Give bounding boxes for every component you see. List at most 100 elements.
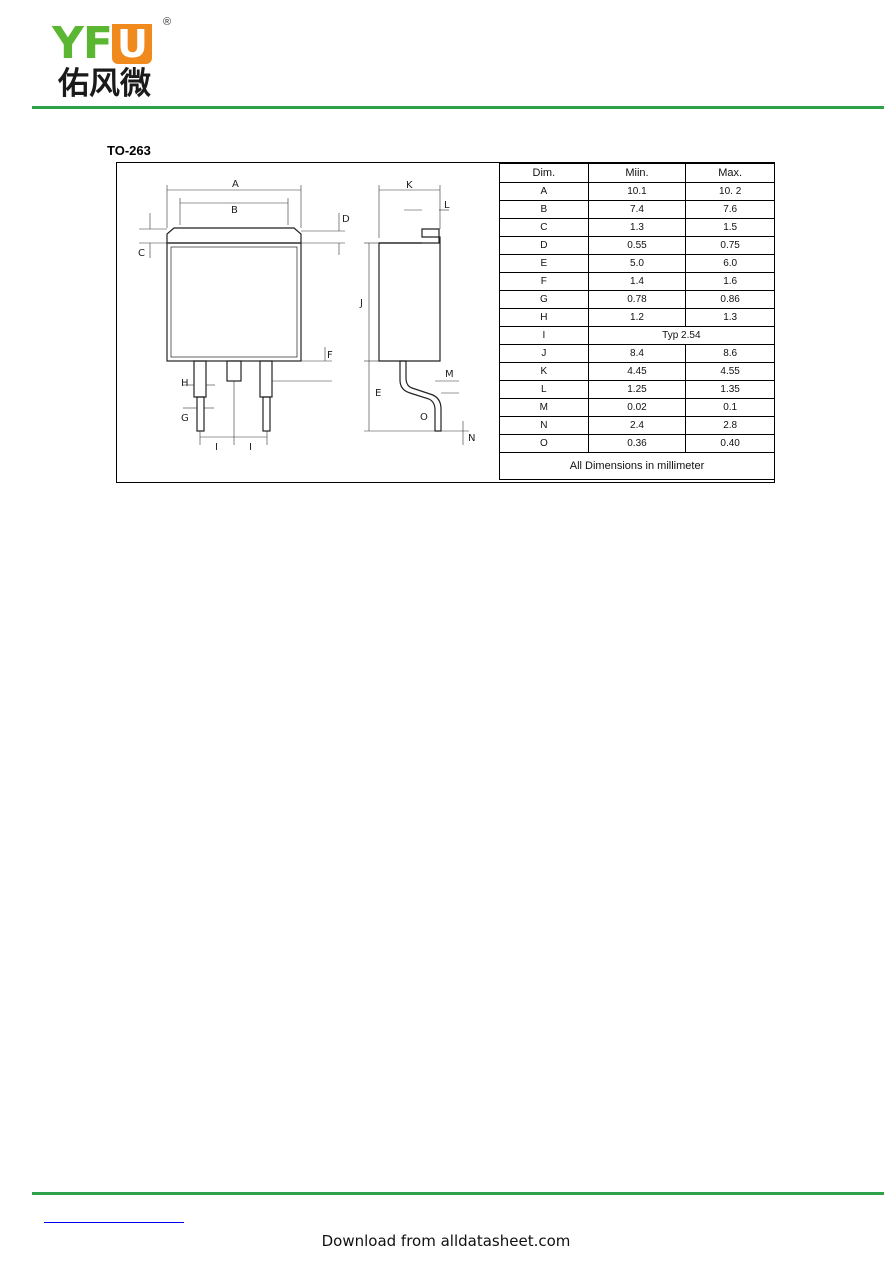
cell-typ: Typ 2.54 — [587, 326, 776, 345]
header-dim: Dim. — [499, 163, 589, 183]
cell-min: 1.25 — [587, 380, 687, 399]
logo-letter-f: F — [82, 18, 113, 69]
cell-min: 10.1 — [587, 182, 687, 201]
cell-max: 1.35 — [685, 380, 775, 399]
cell-min: 7.4 — [587, 200, 687, 219]
cell-min: 0.55 — [587, 236, 687, 255]
package-outline-drawing: A B C D F H G I I K L J E M O N — [138, 179, 475, 453]
table-footer-row: All Dimensions in millimeter — [499, 452, 775, 480]
cell-max: 1.5 — [685, 218, 775, 237]
label-k: K — [406, 180, 413, 191]
front-body-inner — [170, 246, 298, 358]
label-c: C — [138, 248, 145, 259]
cell-dim: G — [499, 290, 589, 309]
cell-max: 0.86 — [685, 290, 775, 309]
label-i-left: I — [215, 442, 218, 453]
cell-min: 1.2 — [587, 308, 687, 327]
cell-max: 1.3 — [685, 308, 775, 327]
cell-max: 0.40 — [685, 434, 775, 453]
cell-max: 8.6 — [685, 344, 775, 363]
cell-min: 4.45 — [587, 362, 687, 381]
label-f: F — [327, 350, 333, 361]
header-min: Miin. — [587, 163, 687, 183]
cell-min: 0.02 — [587, 398, 687, 417]
cell-dim: E — [499, 254, 589, 273]
cell-max: 7.6 — [685, 200, 775, 219]
lead-left-upper — [193, 360, 207, 398]
cell-max: 10. 2 — [685, 182, 775, 201]
cell-dim: H — [499, 308, 589, 327]
lead-right-lower — [262, 396, 271, 432]
registered-mark: ® — [163, 16, 172, 28]
footer-link-underline[interactable] — [44, 1222, 184, 1223]
label-h: H — [181, 378, 189, 389]
cell-min: 0.36 — [587, 434, 687, 453]
cell-dim: J — [499, 344, 589, 363]
label-a: A — [232, 179, 239, 190]
units-note: All Dimensions in millimeter — [499, 452, 775, 480]
cell-max: 4.55 — [685, 362, 775, 381]
cell-max: 0.1 — [685, 398, 775, 417]
cell-max: 2.8 — [685, 416, 775, 435]
cell-min: 0.78 — [587, 290, 687, 309]
cell-dim: L — [499, 380, 589, 399]
label-i-right: I — [249, 442, 252, 453]
label-b: B — [231, 205, 238, 216]
cell-dim: D — [499, 236, 589, 255]
cell-dim: C — [499, 218, 589, 237]
cell-min: 8.4 — [587, 344, 687, 363]
label-g: G — [181, 413, 189, 424]
cell-min: 1.3 — [587, 218, 687, 237]
label-m: M — [445, 369, 454, 380]
lead-left-lower — [196, 396, 205, 432]
cell-max: 0.75 — [685, 236, 775, 255]
cell-min: 5.0 — [587, 254, 687, 273]
cell-max: 6.0 — [685, 254, 775, 273]
download-notice: Download from alldatasheet.com — [321, 1232, 571, 1250]
cell-dim: M — [499, 398, 589, 417]
logo-letter-u: U — [111, 24, 152, 64]
header-divider — [32, 106, 884, 109]
label-d: D — [342, 214, 350, 225]
footer-divider — [32, 1192, 884, 1195]
cell-min: 1.4 — [587, 272, 687, 291]
cell-dim: K — [499, 362, 589, 381]
header-max: Max. — [685, 163, 775, 183]
label-j: J — [359, 298, 363, 309]
cell-dim: I — [499, 326, 589, 345]
front-body — [166, 242, 302, 362]
label-e: E — [375, 388, 381, 399]
cell-dim: B — [499, 200, 589, 219]
label-l: L — [444, 200, 450, 211]
side-body — [378, 228, 441, 362]
cell-dim: O — [499, 434, 589, 453]
package-title: TO-263 — [107, 143, 151, 158]
lead-right-upper — [259, 360, 273, 398]
center-stub — [226, 360, 242, 382]
cell-dim: A — [499, 182, 589, 201]
label-n: N — [468, 433, 475, 444]
front-tab-top — [166, 227, 302, 244]
cell-max: 1.6 — [685, 272, 775, 291]
cell-min: 2.4 — [587, 416, 687, 435]
cell-dim: N — [499, 416, 589, 435]
package-frame — [116, 162, 775, 483]
cell-dim: F — [499, 272, 589, 291]
